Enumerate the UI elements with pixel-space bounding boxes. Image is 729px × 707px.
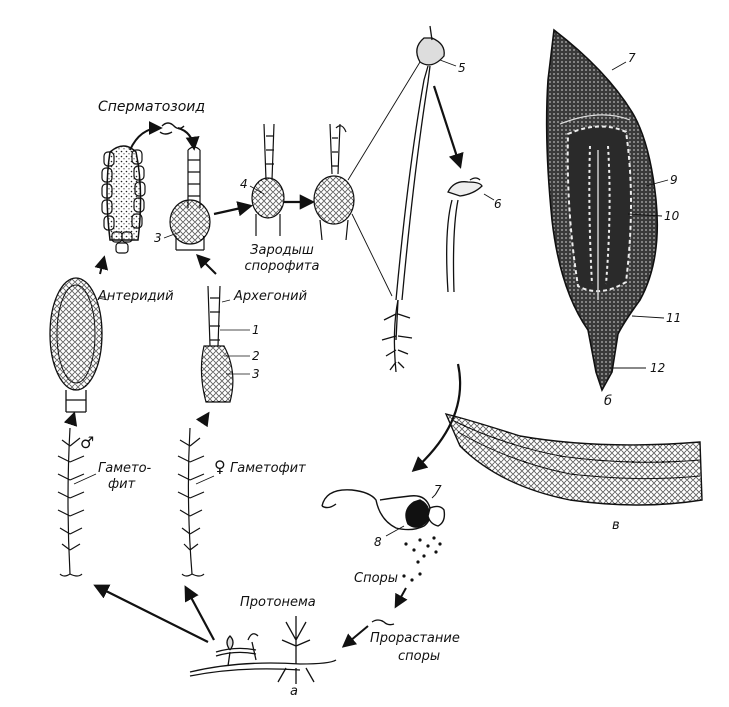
label-gametophyte-female: Гаметофит — [230, 461, 306, 476]
leader-7-section — [611, 61, 627, 71]
number-11: 11 — [666, 311, 682, 325]
leader-9 — [645, 179, 669, 187]
number-6: 6 — [494, 197, 502, 211]
antheridium-drawing — [49, 277, 103, 413]
number-7-section: 7 — [628, 51, 636, 65]
label-embryo-line1: Зародыш — [250, 243, 314, 258]
archegonium-fertilization — [169, 146, 211, 251]
label-spermatozoid: Сперматозоид — [98, 99, 206, 115]
male-gametophyte-drawing — [57, 427, 85, 577]
leader-male-gametophyte — [73, 473, 97, 485]
arrow-antheridium-to-sperm — [129, 121, 163, 151]
leader-5 — [439, 59, 457, 67]
leader-8 — [385, 525, 405, 537]
arrow-to-stage-4 — [213, 201, 254, 217]
archegonium-drawing — [200, 285, 234, 403]
capsule-wall-tissue-section — [444, 412, 703, 506]
leader-embryo-to-base — [351, 213, 393, 297]
label-protonema: Протонема — [240, 595, 316, 610]
arrow-archegonium-up — [196, 254, 217, 275]
panel-letter-v: в — [612, 518, 620, 533]
arrow-germination-to-protonema — [341, 625, 369, 648]
leader-3a — [163, 231, 181, 239]
label-germination-line2: споры — [398, 649, 441, 664]
sporophyte-with-capsule — [381, 25, 445, 373]
number-8: 8 — [374, 535, 382, 549]
arrow-female-to-archegonium — [195, 411, 210, 428]
germinating-spore — [371, 619, 395, 626]
number-9: 9 — [670, 173, 678, 187]
number-3-archegonium: 3 — [252, 367, 260, 381]
capsule-opening — [446, 177, 483, 293]
number-12: 12 — [650, 361, 666, 375]
number-5: 5 — [458, 61, 466, 75]
label-embryo-line2: спорофита — [244, 259, 320, 274]
label-gametophyte-male-line1: Гамето- — [98, 461, 152, 476]
leader-female-gametophyte — [195, 475, 215, 485]
label-spores: Споры — [354, 571, 399, 586]
leader-7-capsule — [431, 493, 437, 499]
protonema-drawing — [189, 616, 337, 684]
number-7-capsule: 7 — [434, 483, 442, 497]
leader-11 — [631, 315, 665, 319]
female-gametophyte-drawing — [177, 427, 205, 577]
arrow-sporophyte-to-capsule — [432, 85, 464, 169]
arrow-protonema-to-female — [184, 585, 215, 641]
antheridium-open — [101, 145, 146, 254]
panel-letter-b: б — [604, 394, 613, 409]
arrow-antheridium-up — [94, 255, 109, 275]
leader-antheridium — [97, 297, 109, 301]
leader-6 — [483, 193, 495, 201]
zygote-stage-1 — [251, 123, 285, 236]
label-gametophyte-male-line2: фит — [108, 477, 136, 492]
capsule-releasing-spores — [321, 489, 446, 531]
arrow-spores-to-germination — [394, 587, 408, 609]
label-germination-line1: Прорастание — [370, 631, 460, 646]
panel-letter-a: а — [290, 684, 298, 699]
leader-archegonium — [221, 299, 231, 303]
number-2: 2 — [252, 349, 260, 363]
number-10: 10 — [664, 209, 680, 223]
leader-10 — [627, 213, 663, 217]
number-1: 1 — [252, 323, 260, 337]
arrow-male-to-antheridium — [63, 411, 78, 427]
number-4: 4 — [240, 177, 248, 191]
leader-4 — [249, 185, 265, 195]
number-3-top: 3 — [154, 231, 162, 245]
male-symbol: ♂ — [80, 433, 95, 452]
sporophyte-embryo-stage — [313, 123, 355, 241]
capsule-longitudinal-section — [545, 28, 659, 392]
released-spores — [402, 536, 442, 582]
arrow-protonema-to-male — [93, 584, 209, 643]
label-archegonium: Архегоний — [234, 289, 308, 304]
label-antheridium: Антеридий — [98, 289, 174, 304]
leader-embryo-to-sporophyte — [347, 61, 421, 181]
arrow-sperm-to-archegonium — [177, 127, 200, 151]
female-symbol: ♀ — [214, 457, 226, 476]
